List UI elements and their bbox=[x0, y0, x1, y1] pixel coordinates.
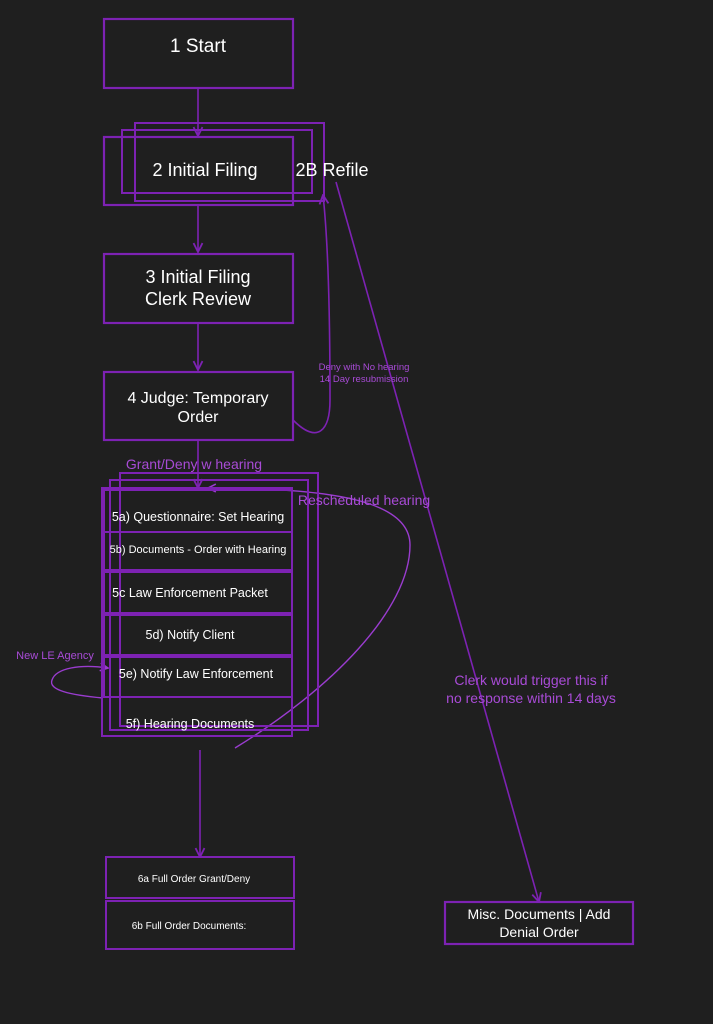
node-6b-label: 6b Full Order Documents: bbox=[132, 921, 247, 932]
node-5f-label: 5f) Hearing Documents bbox=[126, 717, 255, 731]
node-5d bbox=[103, 614, 293, 656]
node-initial-filing bbox=[102, 135, 295, 207]
node-5e bbox=[103, 656, 293, 698]
node-5a-label: 5a) Questionnaire: Set Hearing bbox=[112, 510, 284, 524]
label-clerk-trigger-line1: Clerk would trigger this if bbox=[454, 672, 607, 688]
node-clerk-review-line2: Clerk Review bbox=[145, 289, 252, 309]
node-refile-label: 2B Refile bbox=[295, 160, 368, 180]
node-clerk-review bbox=[102, 252, 295, 325]
node-start bbox=[102, 17, 295, 90]
node-initial-filing-label: 2 Initial Filing bbox=[152, 160, 257, 180]
node-misc-line2: Denial Order bbox=[499, 924, 579, 940]
edge-deny-to-refile bbox=[292, 195, 331, 434]
edge-rescheduled-hearing bbox=[208, 488, 411, 749]
edge-new-le-agency bbox=[50, 667, 108, 699]
node-5c bbox=[103, 571, 293, 614]
node-5b bbox=[103, 531, 293, 571]
node-clerk-review-line1: 3 Initial Filing bbox=[145, 267, 250, 287]
label-grant-deny: Grant/Deny w hearing bbox=[126, 456, 262, 472]
label-deny-line1: Deny with No hearing bbox=[319, 362, 410, 373]
hearing-group-frame-3 bbox=[119, 472, 319, 727]
node-6a-label: 6a Full Order Grant/Deny bbox=[138, 874, 250, 885]
node-5d-label: 5d) Notify Client bbox=[146, 628, 235, 642]
hearing-group-frame-2 bbox=[109, 479, 309, 731]
label-deny-line2: 14 Day resubmission bbox=[320, 374, 409, 385]
node-5e-label: 5e) Notify Law Enforcement bbox=[119, 667, 274, 681]
node-start-label: 1 Start bbox=[170, 36, 227, 57]
node-judge-line1: 4 Judge: Temporary bbox=[127, 390, 268, 407]
node-judge-temporary-order bbox=[102, 370, 295, 442]
label-rescheduled: Rescheduled hearing bbox=[298, 492, 430, 508]
label-clerk-trigger-line2: no response within 14 days bbox=[446, 690, 616, 706]
node-refile-frame-outer bbox=[134, 122, 325, 202]
node-refile-frame-inner bbox=[121, 129, 313, 194]
node-5b-label: 5b) Documents - Order with Hearing bbox=[110, 544, 287, 556]
node-6b bbox=[105, 900, 295, 950]
node-misc-documents bbox=[443, 900, 635, 946]
node-misc-line1: Misc. Documents | Add bbox=[468, 906, 611, 922]
node-5c-label: 5c Law Enforcement Packet bbox=[112, 586, 268, 600]
node-judge-line2: Order bbox=[178, 409, 220, 426]
label-new-le-agency: New LE Agency bbox=[16, 650, 94, 662]
edge-refile-to-misc bbox=[335, 181, 539, 902]
node-6a bbox=[105, 856, 295, 899]
